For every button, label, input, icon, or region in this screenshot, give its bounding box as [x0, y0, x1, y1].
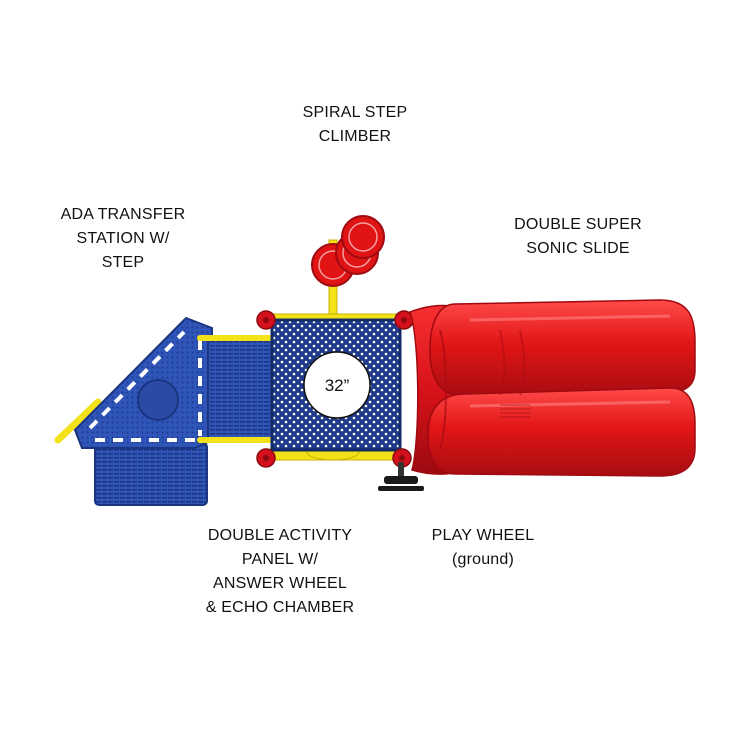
label-double-activity-panel: DOUBLE ACTIVITY PANEL W/ ANSWER WHEEL & …	[180, 524, 380, 620]
deck-size-label: 32”	[325, 376, 350, 395]
main-deck: 32”	[256, 310, 414, 468]
label-line: ANSWER WHEEL	[213, 575, 347, 592]
deck-size-circle	[303, 351, 371, 419]
slide-lane-upper	[429, 299, 696, 397]
label-line: SONIC SLIDE	[526, 240, 630, 257]
label-line: ADA TRANSFER	[60, 206, 186, 223]
label-line: DOUBLE ACTIVITY	[207, 527, 353, 544]
corner-post	[256, 310, 276, 330]
double-super-sonic-slide	[409, 299, 696, 477]
spiral-step-disc	[341, 215, 385, 259]
label-play-wheel: PLAY WHEEL (ground)	[383, 524, 583, 572]
label-line: STATION W/	[76, 230, 170, 247]
label-line: (ground)	[451, 551, 515, 568]
slide-lane-lower	[427, 387, 696, 477]
transfer-step	[94, 442, 208, 506]
label-ada-transfer-station: ADA TRANSFER STATION W/ STEP	[23, 203, 223, 275]
transfer-platform	[73, 316, 213, 449]
play-wheel	[378, 462, 424, 491]
label-double-super-sonic-slide: DOUBLE SUPER SONIC SLIDE	[478, 213, 678, 261]
label-line: PLAY WHEEL	[431, 527, 535, 544]
spiral-step-climber	[311, 215, 385, 321]
label-line: STEP	[101, 254, 145, 271]
label-line: & ECHO CHAMBER	[205, 599, 355, 616]
label-line: SPIRAL STEP	[302, 104, 408, 121]
label-line: DOUBLE SUPER	[514, 216, 642, 233]
label-line: PANEL W/	[241, 551, 319, 568]
bridge-deck	[207, 337, 275, 441]
corner-post	[256, 448, 276, 468]
label-spiral-step-climber: SPIRAL STEP CLIMBER	[255, 101, 455, 149]
ada-transfer-station	[54, 316, 213, 506]
double-activity-panel	[197, 335, 275, 443]
label-line: CLIMBER	[318, 128, 392, 145]
transfer-handrail	[54, 398, 102, 444]
